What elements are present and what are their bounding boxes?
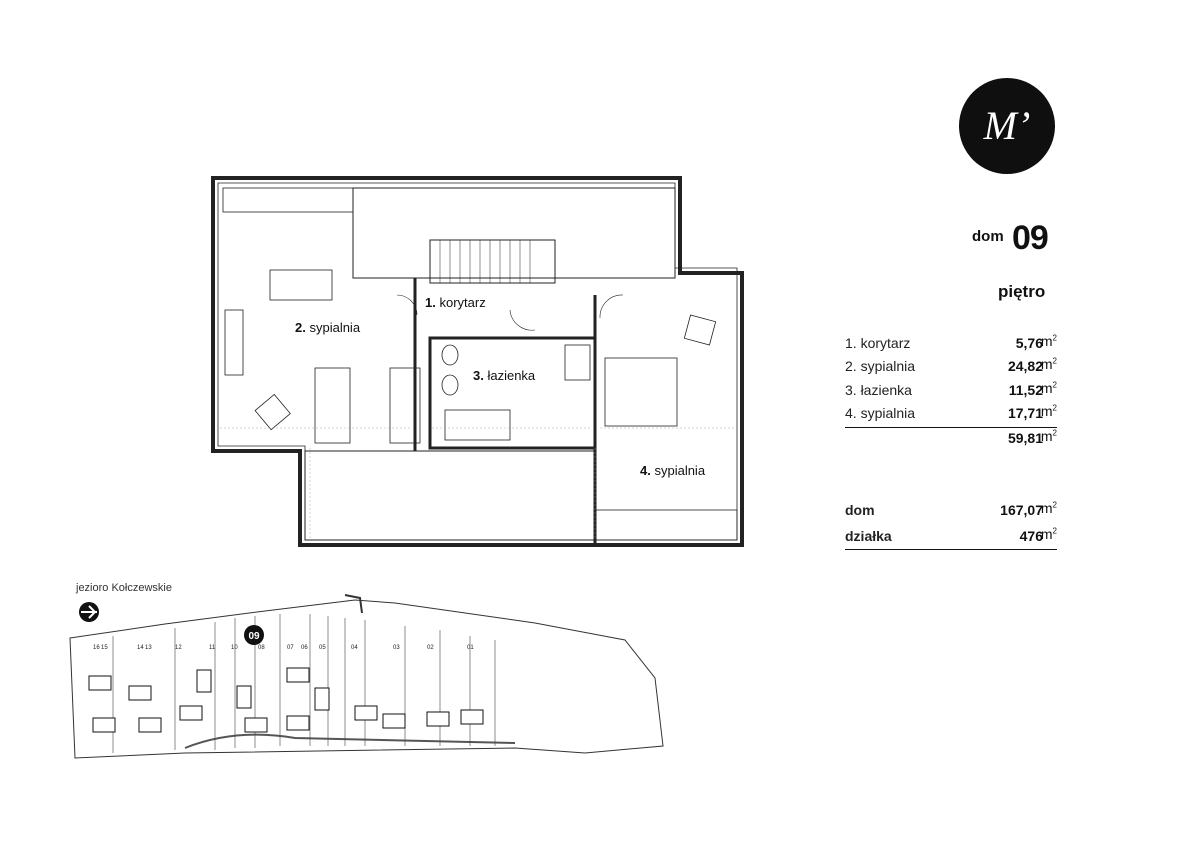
room-label-bedroom-4: 4. sypialnia bbox=[640, 463, 706, 478]
lot-number: 03 bbox=[393, 645, 400, 651]
highlighted-lot-marker: 09 bbox=[244, 625, 264, 645]
room-area: 17,71 bbox=[1007, 405, 1043, 421]
summary-row-house: dom 167,07 m2 bbox=[845, 500, 1057, 522]
outer-wall bbox=[211, 176, 744, 547]
room-row: 3. łazienka 11,52 m2 bbox=[845, 380, 1057, 402]
area-unit: m2 bbox=[1040, 356, 1057, 372]
lot-number: 16 bbox=[93, 645, 100, 651]
room-row: 2. sypialnia 24,82 m2 bbox=[845, 356, 1057, 378]
armchair bbox=[683, 314, 717, 346]
lot-number: 01 bbox=[467, 645, 474, 651]
table-divider bbox=[845, 549, 1057, 550]
room-area: 5,76 bbox=[1015, 335, 1043, 351]
area-unit: m2 bbox=[1040, 500, 1057, 516]
toilet bbox=[441, 374, 459, 396]
room-row: 4. sypialnia 17,71 m2 bbox=[845, 403, 1057, 425]
shower bbox=[564, 344, 591, 381]
area-unit: m2 bbox=[1040, 380, 1057, 396]
lot-number: 06 bbox=[301, 645, 308, 651]
lot-number: 11 bbox=[209, 645, 216, 651]
house-number: 09 bbox=[1012, 219, 1049, 257]
lot-number: 10 bbox=[231, 645, 238, 651]
terrace-bottom bbox=[304, 450, 596, 541]
summary-row-plot: działka 476 m2 bbox=[845, 526, 1057, 548]
lot-number: 13 bbox=[145, 645, 152, 651]
kitchenette bbox=[224, 309, 244, 376]
summary-label: dom bbox=[845, 502, 875, 518]
door-swing bbox=[396, 294, 418, 316]
room-row: 1. korytarz 5,76 m2 bbox=[845, 333, 1057, 355]
bathtub bbox=[444, 409, 511, 441]
room-name: 1. korytarz bbox=[845, 335, 911, 351]
room-name: 2. sypialnia bbox=[845, 358, 916, 374]
bed bbox=[389, 367, 421, 444]
lot-number: 05 bbox=[319, 645, 326, 651]
lot-number: 04 bbox=[351, 645, 358, 651]
lot-number: 14 bbox=[137, 645, 144, 651]
lot-number: 08 bbox=[258, 645, 265, 651]
room-label-bathroom: 3. łazienka bbox=[473, 368, 536, 383]
compass-icon bbox=[79, 602, 99, 622]
area-unit: m2 bbox=[1040, 333, 1057, 349]
floor-plan: 1. korytarz 2. sypialnia 3. łazienka 4. … bbox=[211, 176, 744, 547]
outer-wall-inner bbox=[217, 182, 738, 541]
door-swing bbox=[599, 294, 624, 319]
floor-total-area: 59,81 bbox=[1007, 430, 1043, 446]
bed bbox=[604, 357, 678, 427]
room-name: 4. sypialnia bbox=[845, 405, 916, 421]
area-unit: m2 bbox=[1040, 428, 1057, 444]
summary-area: 476 bbox=[1019, 528, 1043, 544]
armchair bbox=[254, 393, 291, 431]
terrace-right bbox=[594, 509, 738, 541]
room-label-corridor: 1. korytarz bbox=[425, 295, 486, 310]
brand-logo: M’ bbox=[959, 78, 1055, 174]
lot-number: 12 bbox=[175, 645, 182, 651]
summary-area: 167,07 bbox=[1000, 502, 1043, 518]
lot-number: 07 bbox=[287, 645, 294, 651]
highlighted-lot-number: 09 bbox=[248, 631, 260, 642]
lot-number: 02 bbox=[427, 645, 434, 651]
area-unit: m2 bbox=[1040, 526, 1057, 542]
lot-number: 15 bbox=[101, 645, 108, 651]
floor-label: piętro bbox=[998, 282, 1046, 301]
toilet bbox=[441, 344, 459, 366]
area-unit: m2 bbox=[1040, 403, 1057, 419]
room-name: 3. łazienka bbox=[845, 382, 912, 398]
bed bbox=[314, 367, 351, 444]
house-label: dom bbox=[972, 228, 1004, 245]
summary-label: działka bbox=[845, 528, 892, 544]
door-swing bbox=[509, 309, 536, 331]
site-outline bbox=[69, 599, 664, 759]
room-label-bedroom-2: 2. sypialnia bbox=[295, 320, 361, 335]
site-map: 16 15 14 13 12 11 10 08 07 06 05 04 03 0… bbox=[69, 594, 664, 759]
floor-total-row: 59,81 m2 bbox=[845, 428, 1057, 450]
staircase bbox=[429, 239, 556, 284]
room-area: 11,52 bbox=[1008, 382, 1043, 398]
room-area: 24,82 bbox=[1007, 358, 1043, 374]
lake-label: jezioro Kołczewskie bbox=[76, 582, 172, 594]
terrace-top bbox=[352, 187, 676, 279]
balcony-left bbox=[222, 187, 354, 213]
table-divider bbox=[845, 427, 1057, 428]
logo-text: M’ bbox=[983, 103, 1031, 148]
sofa bbox=[269, 269, 333, 301]
